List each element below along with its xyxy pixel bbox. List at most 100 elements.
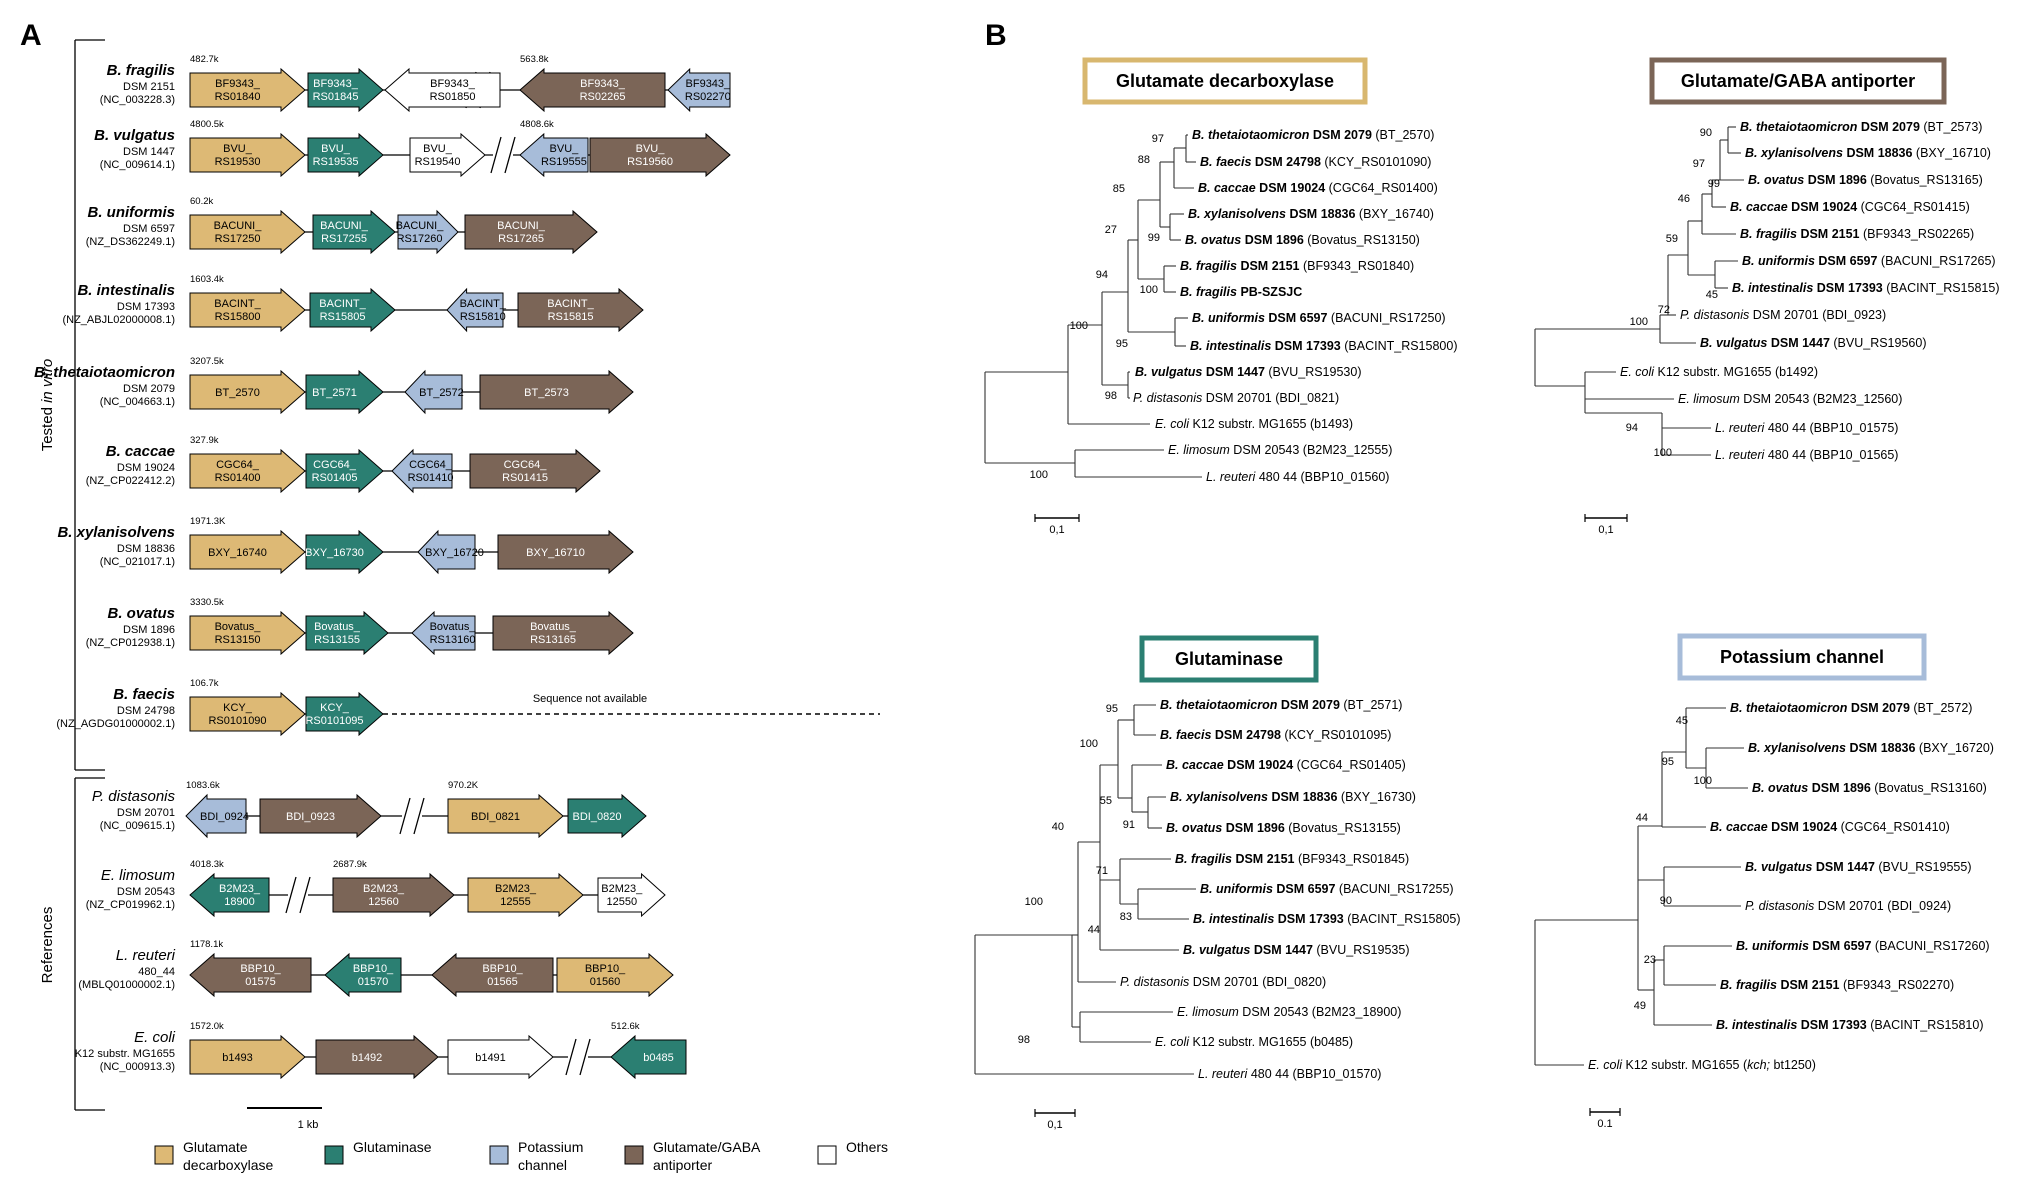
tip-italic: L. reuteri (1715, 421, 1766, 435)
bootstrap-value: 40 (1052, 821, 1064, 833)
gene-arrow-anti (469, 448, 601, 494)
tip-bold-strain: DSM 6597 (1265, 311, 1328, 325)
tip-bold: B. intestinalis (1193, 912, 1274, 926)
accession: (NC_009614.1) (100, 159, 175, 171)
legend-label: Others (846, 1139, 888, 1155)
bootstrap-value: 59 (1666, 233, 1678, 245)
tip-locus: (BF9343_RS01840) (1300, 259, 1415, 273)
tree-tip-label: E. limosum DSM 20543 (B2M23_12560) (1678, 392, 1902, 406)
bootstrap-value: 100 (1070, 320, 1088, 332)
bootstrap-value: 95 (1106, 703, 1118, 715)
tested-italic: in vitro (39, 359, 56, 403)
bootstrap-value: 100 (1654, 447, 1672, 459)
tip-bold-strain: DSM 24798 (1211, 728, 1281, 742)
gene-label-line1: CGC64_ (216, 459, 260, 471)
gene-label-line2: 18900 (224, 896, 255, 908)
gene-label-line2: 12555 (500, 896, 531, 908)
gene-arrow-gls (305, 610, 389, 656)
tree-tip-label: B. fragilis DSM 2151 (BF9343_RS02270) (1720, 978, 1954, 992)
accession: (NZ_ABJL02000008.1) (62, 314, 175, 326)
tip-bold-strain: DSM 1896 (1804, 173, 1867, 187)
tip-italic: L. reuteri (1206, 470, 1257, 484)
strain-name: DSM 17393 (117, 301, 175, 313)
tree-title-box (1649, 57, 1947, 105)
start-coordinate: 4018.3k (190, 859, 224, 870)
tip-bold: B. intestinalis (1732, 281, 1813, 295)
gene-label-line1: Bovatus_ (530, 621, 577, 633)
tip-bold: B. xylanisolvens (1748, 741, 1846, 755)
bootstrap-value: 46 (1678, 193, 1690, 205)
tip-bold: B. thetaiotaomicron (1192, 128, 1310, 142)
gene-arrow-gad (189, 369, 306, 415)
gene-label-line1: BACUNI_ (497, 220, 546, 232)
tree-tip-label: B. vulgatus DSM 1447 (BVU_RS19535) (1183, 943, 1409, 957)
tip-italic: E. coli (1620, 365, 1655, 379)
gene-label-line2: 01570 (358, 976, 389, 988)
gene-arrow-gad (189, 1034, 306, 1080)
tip-bold-strain: DSM 19024 (1224, 758, 1294, 772)
break-mark (399, 797, 411, 835)
start-coordinate: 1178.1k (190, 939, 223, 950)
break-gap (288, 893, 308, 897)
tip-italic: L. reuteri (1715, 448, 1766, 462)
gene-arrow-anti (464, 209, 598, 255)
tip-bold: B. caccae (1710, 820, 1768, 834)
bootstrap-value: 97 (1152, 133, 1164, 145)
tip-regular: 480 44 (BBP10_01575) (1764, 421, 1898, 435)
gene-label-line1: B2M23_ (363, 883, 405, 895)
tree-tip-label: B. ovatus DSM 1896 (Bovatus_RS13155) (1166, 821, 1401, 835)
accession: (NZ_AGDG01000002.1) (56, 718, 175, 730)
bootstrap-value: 72 (1658, 304, 1670, 316)
tip-locus: (BVU_RS19530) (1265, 365, 1362, 379)
gene-arrow-gls (305, 529, 384, 575)
gene-label: BXY_16710 (526, 547, 585, 559)
tree-tip-label: B. vulgatus DSM 1447 (BVU_RS19530) (1135, 365, 1361, 379)
tip-locus: (BT_2573) (1920, 120, 1983, 134)
break-mark (285, 876, 297, 914)
gene-label-line1: CGC64_ (504, 459, 548, 471)
gene-arrow-gad (467, 872, 584, 918)
gene-arrow-anti (315, 1034, 439, 1080)
species-name: B. xylanisolvens (57, 524, 175, 541)
strain-name: K12 substr. MG1655 (75, 1048, 175, 1060)
tip-bold-strain: DSM 1447 (1812, 860, 1875, 874)
bootstrap-value: 45 (1706, 289, 1718, 301)
tree-tip-label: B. caccae DSM 19024 (CGC64_RS01405) (1166, 758, 1406, 772)
gene-label-line2: RS19555 (541, 156, 587, 168)
tip-locus: (BXY_16720) (1915, 741, 1994, 755)
strain-name: DSM 2079 (123, 383, 175, 395)
gene-label-line1: BACUNI_ (214, 220, 263, 232)
tree-title-box (1082, 57, 1368, 105)
gene-label: b0485 (643, 1052, 674, 1064)
tip-bold-strain: DSM 17393 (1274, 912, 1344, 926)
gene-label-line2: RS01840 (215, 91, 261, 103)
start-coordinate: 3330.5k (190, 597, 224, 608)
bootstrap-value: 44 (1088, 924, 1100, 936)
gene-label: b1492 (352, 1052, 383, 1064)
tip-bold: B. ovatus (1166, 821, 1222, 835)
tip-bold-strain: DSM 2151 (1777, 978, 1840, 992)
start-coordinate: 106.7k (190, 678, 219, 689)
tip-bold-strain: DSM 1447 (1767, 336, 1830, 350)
tip-italic: P. distasonis (1745, 899, 1814, 913)
gene-label-line1: B2M23_ (495, 883, 537, 895)
start-coordinate: 2687.9k (333, 859, 367, 870)
gene-label-line2: RS15815 (548, 311, 594, 323)
bootstrap-value: 98 (1105, 390, 1117, 402)
gene-label: BXY_16720 (425, 547, 484, 559)
tree-scale-label: 0,1 (1049, 524, 1064, 536)
tree-tip-label: B. intestinalis DSM 17393 (BACINT_RS1581… (1732, 281, 1999, 295)
tip-locus: (BVU_RS19535) (1313, 943, 1410, 957)
gene-label-line2: 12560 (368, 896, 399, 908)
bootstrap-value: 100 (1080, 738, 1098, 750)
tip-bold: B. thetaiotaomicron (1160, 698, 1278, 712)
bootstrap-value: 90 (1700, 127, 1712, 139)
tip-locus: (BACUNI_RS17265) (1877, 254, 1995, 268)
legend-label-line2: decarboxylase (183, 1157, 273, 1173)
break-mark (490, 136, 502, 174)
tree-scale-label: 0,1 (1598, 524, 1613, 536)
